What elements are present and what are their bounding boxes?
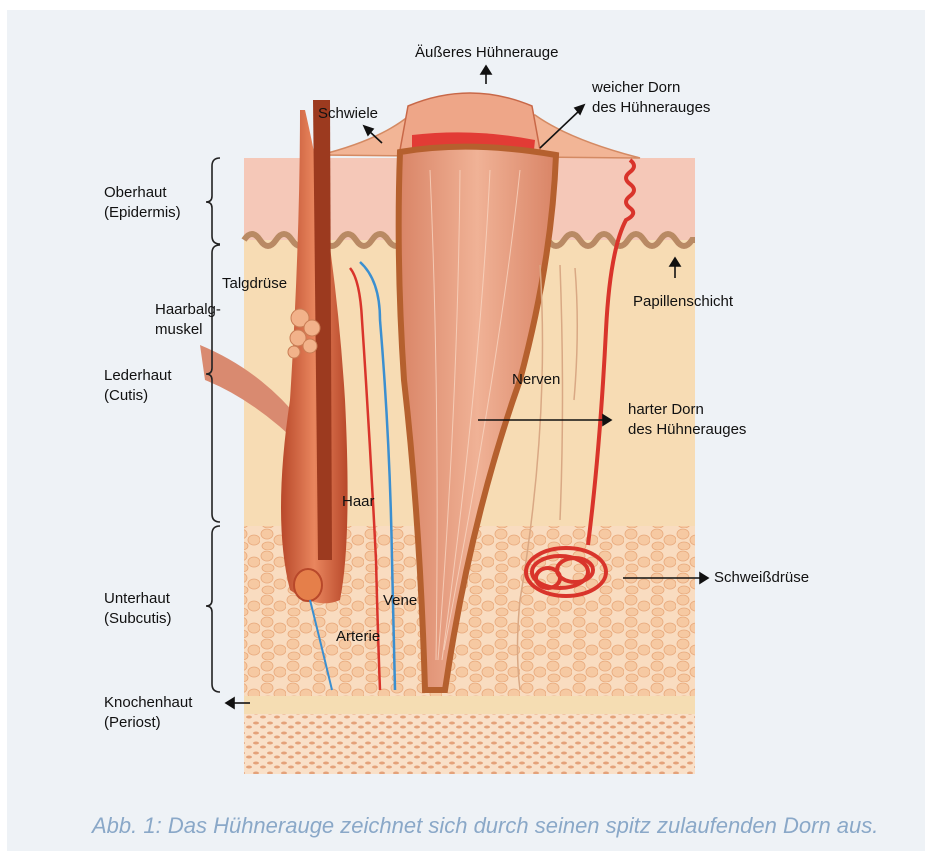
bracket-unterhaut: [206, 526, 220, 692]
label-knochenhaut: Knochenhaut (Periost): [104, 693, 192, 733]
label-nerven: Nerven: [512, 370, 560, 390]
layer-brackets: [206, 158, 220, 692]
label-talgdruese: Talgdrüse: [222, 274, 287, 294]
label-haar: Haar: [342, 492, 375, 512]
label-harter-dorn: harter Dorn des Hühnerauges: [628, 400, 746, 440]
label-schwiele: Schwiele: [318, 104, 378, 124]
bone-layer: [244, 714, 695, 774]
hair-bulb: [294, 569, 322, 601]
label-oberhaut: Oberhaut (Epidermis): [104, 183, 181, 223]
label-aeusseres-huehnerauge: Äußeres Hühnerauge: [415, 43, 558, 63]
periost-layer: [244, 696, 695, 714]
label-haarbalgmuskel: Haarbalg- muskel: [155, 300, 221, 340]
label-schweissdruese: Schweißdrüse: [714, 568, 809, 588]
bracket-oberhaut: [206, 158, 220, 244]
figure-caption: Abb. 1: Das Hühnerauge zeichnet sich dur…: [92, 813, 878, 839]
label-lederhaut: Lederhaut (Cutis): [104, 366, 172, 406]
label-papillenschicht: Papillenschicht: [633, 292, 733, 312]
label-unterhaut: Unterhaut (Subcutis): [104, 589, 172, 629]
label-vene: Vene: [383, 591, 417, 611]
label-arterie: Arterie: [336, 627, 380, 647]
label-weicher-dorn: weicher Dorn des Hühnerauges: [592, 78, 710, 118]
